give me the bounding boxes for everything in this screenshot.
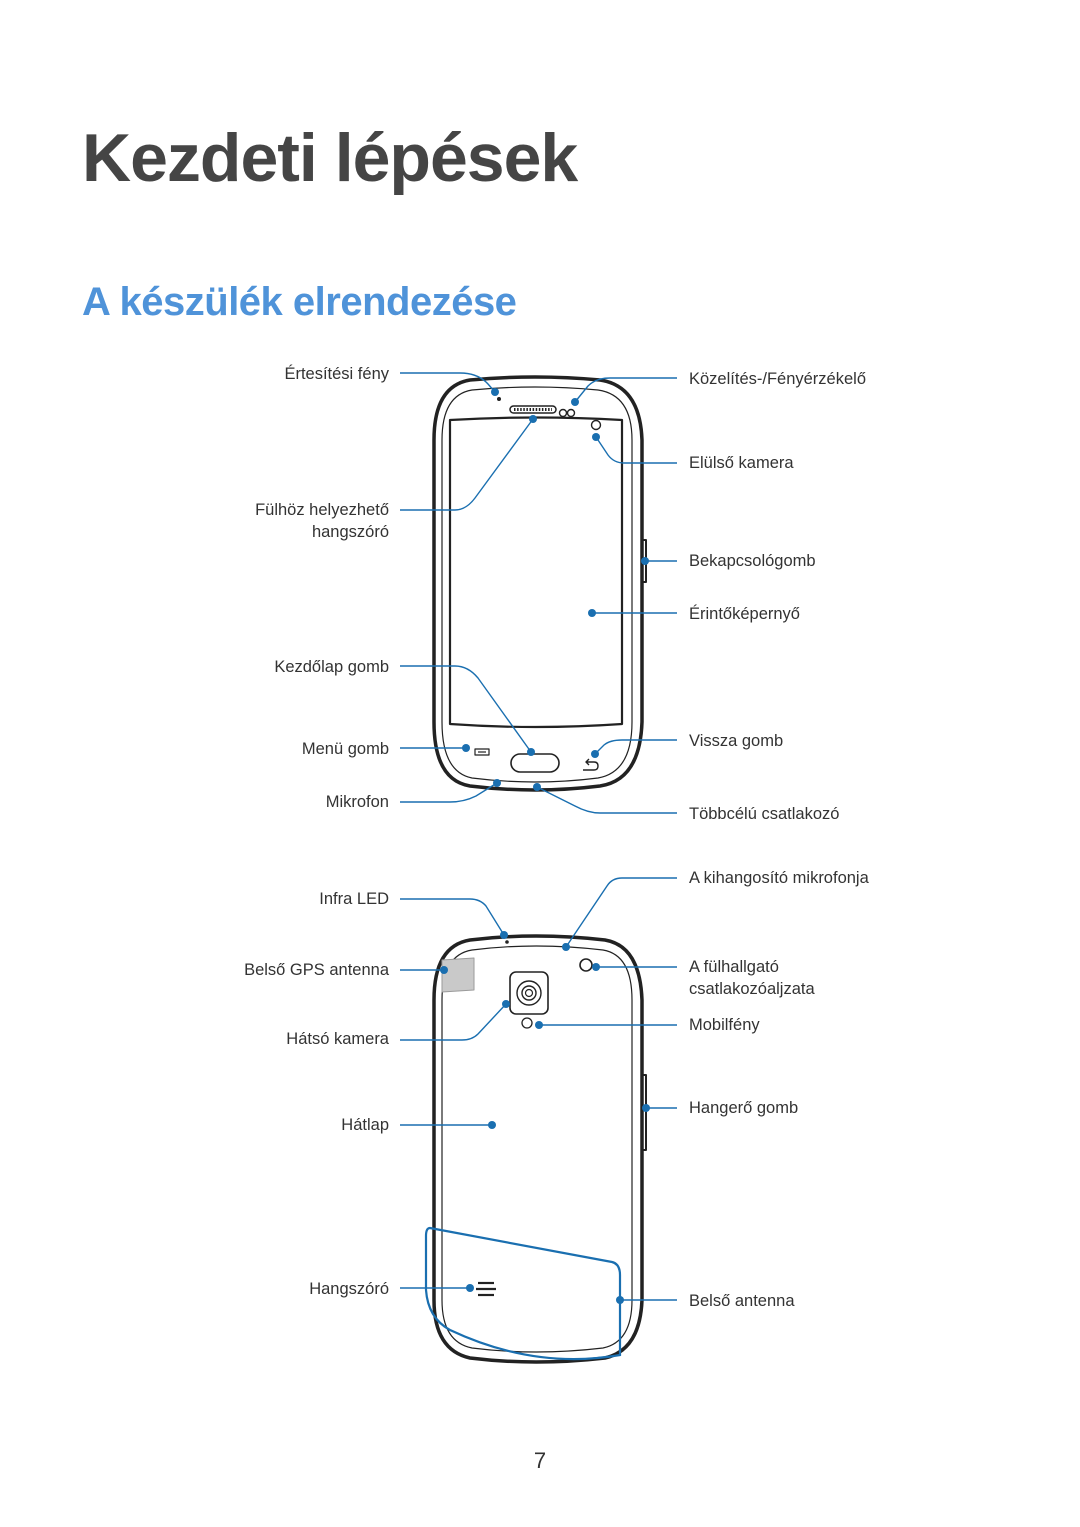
- label-power-button: Bekapcsológomb: [689, 552, 816, 570]
- label-multipurpose-jack: Többcélú csatlakozó: [689, 805, 840, 823]
- callout-lines: [400, 372, 677, 1301]
- label-front-camera: Elülső kamera: [689, 454, 794, 472]
- label-notification-light: Értesítési fény: [284, 365, 389, 383]
- label-microphone: Mikrofon: [325, 793, 389, 811]
- section-title: A készülék elrendezése: [82, 280, 517, 324]
- main-antenna-outline: [424, 1226, 622, 1361]
- label-gps-antenna: Belső GPS antenna: [244, 961, 389, 979]
- label-back-cover: Hátlap: [341, 1116, 389, 1134]
- label-menu-button: Menü gomb: [301, 740, 389, 758]
- label-headset-jack-line1: A fülhallgató: [689, 958, 779, 976]
- label-back-button: Vissza gomb: [689, 732, 784, 750]
- label-ir-led: Infra LED: [319, 890, 389, 908]
- label-speaker: Hangszóró: [309, 1280, 389, 1298]
- label-earpiece-line1: Fülhöz helyezhető: [255, 501, 389, 519]
- label-headset-jack-line2: csatlakozóaljzata: [689, 980, 815, 998]
- label-earpiece-line2: hangszóró: [311, 523, 389, 541]
- label-home-button: Kezdőlap gomb: [274, 658, 389, 676]
- label-volume-button: Hangerő gomb: [689, 1099, 799, 1117]
- label-noise-mic: A kihangosító mikrofonja: [689, 869, 869, 887]
- page-number: 7: [533, 1448, 547, 1473]
- callout-dots: [440, 388, 650, 1304]
- front-phone-illustration: [432, 375, 647, 792]
- page-title: Kezdeti lépések: [82, 120, 578, 196]
- label-proximity-sensor: Közelítés-/Fényérzékelő: [689, 370, 866, 388]
- label-main-antenna: Belső antenna: [689, 1292, 795, 1310]
- back-phone-illustration: [432, 934, 647, 1364]
- label-flash: Mobilfény: [689, 1016, 760, 1034]
- label-touchscreen: Érintőképernyő: [689, 605, 800, 623]
- label-rear-camera: Hátsó kamera: [286, 1030, 389, 1048]
